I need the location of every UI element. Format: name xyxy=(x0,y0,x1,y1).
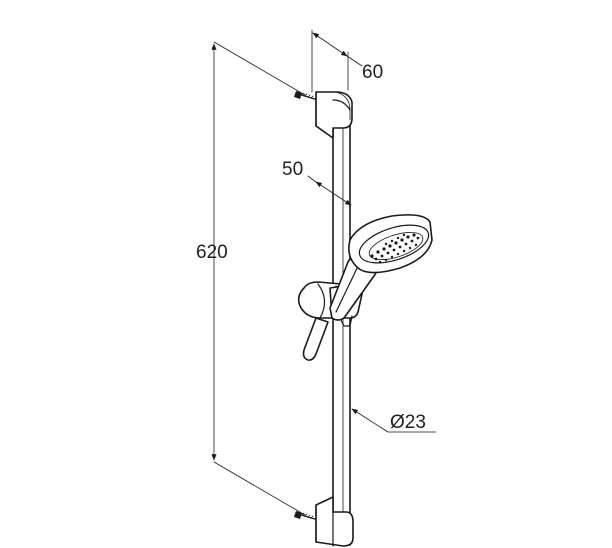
top-bracket-cap xyxy=(335,91,351,121)
dimension-diameter: Ø23 xyxy=(351,408,437,433)
hand-shower-spray-ring xyxy=(368,232,424,260)
dimension-620: 620 xyxy=(196,41,306,516)
top-screw-thread xyxy=(301,92,314,99)
hand-shower-head xyxy=(348,214,433,274)
dimension-50: 50 xyxy=(282,159,352,206)
bottom-wall-bracket xyxy=(294,496,354,547)
top-screw-head xyxy=(294,91,302,99)
hand-shower xyxy=(329,214,433,321)
dim-60-leader xyxy=(346,55,363,67)
dimension-60: 60 xyxy=(311,29,383,93)
hand-shower-spray-face xyxy=(358,224,430,264)
bottom-screw-head xyxy=(294,511,302,519)
hand-shower-handle-edge xyxy=(335,261,361,313)
bottom-screw-thread xyxy=(301,512,314,519)
dim-60-label: 60 xyxy=(362,62,383,83)
bottom-bracket-face xyxy=(315,504,334,547)
slider-lever xyxy=(302,317,329,361)
dim-50-label: 50 xyxy=(282,159,303,180)
top-bracket-face xyxy=(315,91,351,127)
top-bracket-body xyxy=(315,91,353,139)
bottom-bracket-body xyxy=(315,496,354,547)
dim-620-label: 620 xyxy=(196,242,228,263)
hand-shower-nozzles xyxy=(370,233,420,264)
dim-620-extension-top xyxy=(213,41,306,96)
dim-60-line xyxy=(312,32,348,57)
dim-diameter-label: Ø23 xyxy=(390,412,426,433)
slider-collar-detail xyxy=(339,315,353,327)
dim-diameter-leader xyxy=(351,408,389,433)
dim-50-leader xyxy=(307,175,317,183)
dim-620-extension-bottom xyxy=(213,461,306,516)
top-wall-bracket xyxy=(294,91,353,139)
